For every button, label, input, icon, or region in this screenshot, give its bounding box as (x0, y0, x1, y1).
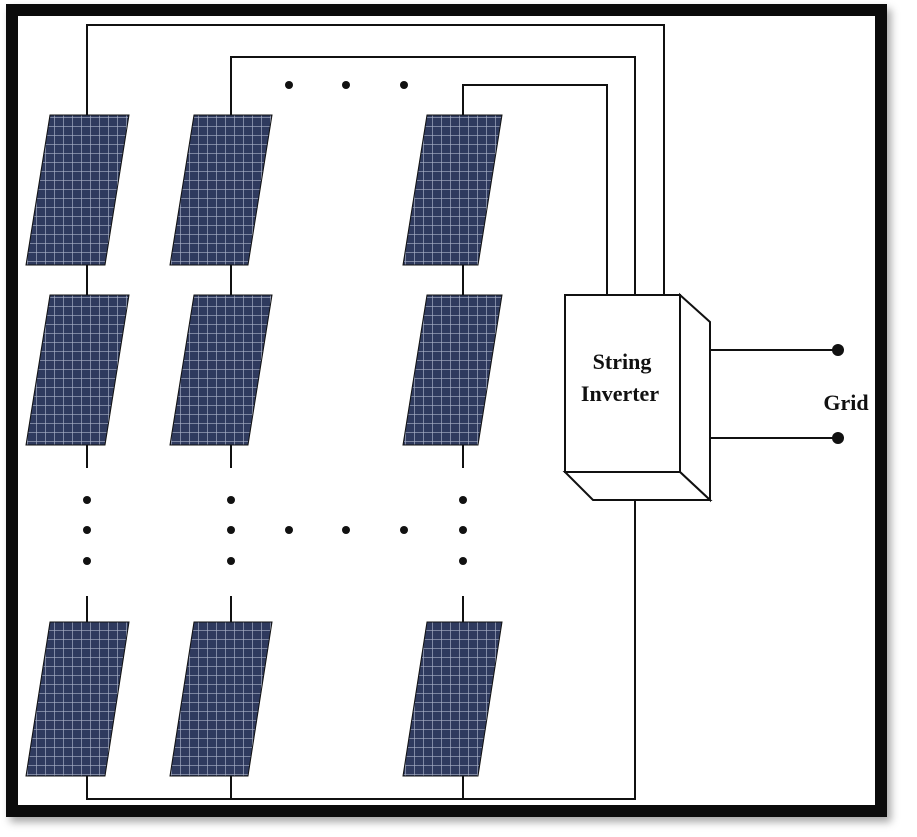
pv-panel (402, 114, 503, 266)
panel-array (25, 114, 503, 777)
pv-panel (25, 114, 130, 266)
continuation-dots (83, 81, 844, 565)
grid-terminal-2 (832, 432, 844, 444)
pv-panel (169, 621, 273, 777)
grid-label: Grid (823, 390, 868, 415)
inverter-label-line2: Inverter (581, 381, 659, 406)
inverter-label-line1: String (593, 349, 652, 374)
wiring (86, 24, 838, 800)
string-inverter-box (562, 292, 713, 503)
wire-return (86, 482, 636, 800)
pv-panel (25, 621, 130, 777)
pv-panel (402, 621, 503, 777)
pv-panel (402, 294, 503, 446)
pv-panel (25, 294, 130, 446)
pv-panel (169, 294, 273, 446)
wire-string-2 (230, 56, 636, 295)
wire-string-3 (462, 84, 608, 295)
wire-string-1 (86, 24, 665, 295)
grid-terminal-1 (832, 344, 844, 356)
pv-panel (169, 114, 273, 266)
